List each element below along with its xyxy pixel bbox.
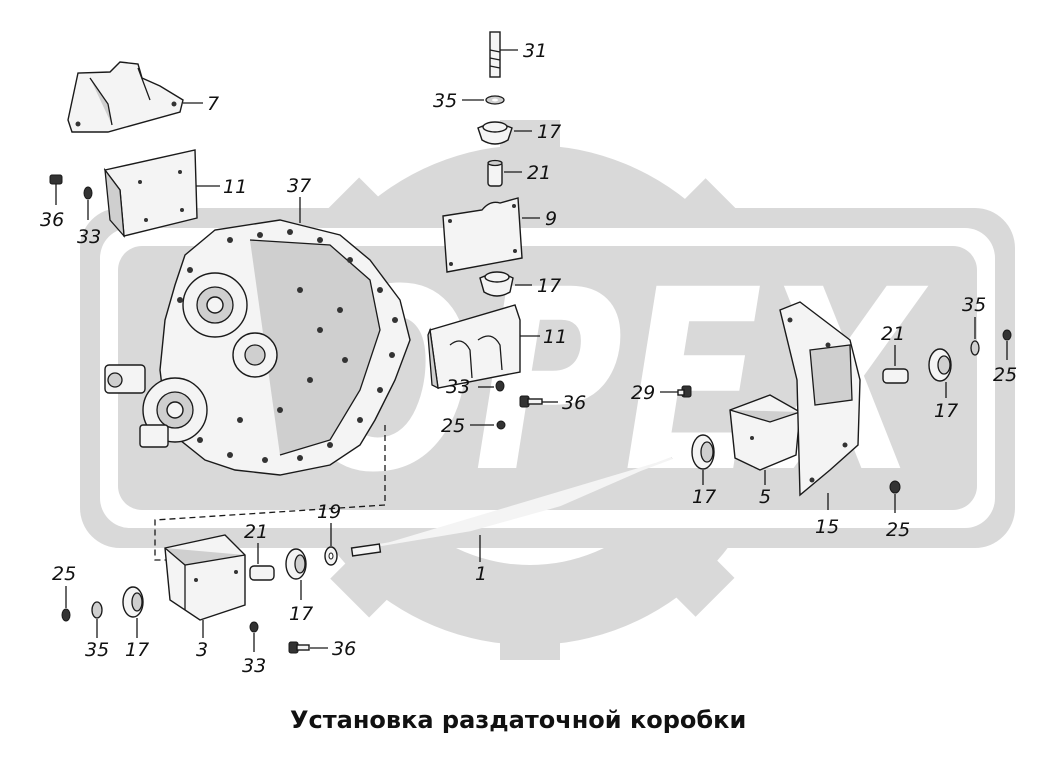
callout-35: 35 <box>85 639 109 661</box>
callout-25: 25 <box>993 364 1017 386</box>
part-17-bushing-right <box>691 434 715 485</box>
callout-11: 11 <box>223 176 247 198</box>
callout-7: 7 <box>207 93 219 115</box>
callout-17: 17 <box>537 275 561 297</box>
callout-15: 15 <box>815 516 839 538</box>
part-21-sleeve-top <box>487 159 522 187</box>
part-31-bolt <box>489 31 518 78</box>
part-35-washer-right <box>970 317 980 356</box>
part-25-nut-bottom-left <box>61 586 71 622</box>
callout-25: 25 <box>52 563 76 585</box>
part-11-bracket-center <box>427 304 540 390</box>
part-35-washer-bottom-left <box>91 601 103 638</box>
part-19-washer <box>324 523 338 566</box>
part-36-bolt-center <box>519 395 558 408</box>
part-33-nut-left <box>83 186 93 220</box>
callout-21: 21 <box>881 323 905 345</box>
diagram-title: Установка раздаточной коробки <box>290 706 746 734</box>
callout-33: 33 <box>242 655 266 677</box>
part-33-nut-bottom <box>249 621 259 652</box>
callout-21: 21 <box>244 521 268 543</box>
callout-35: 35 <box>433 90 457 112</box>
callout-33: 33 <box>446 376 470 398</box>
callout-31: 31 <box>523 40 547 62</box>
callout-labels: 31 35 17 21 9 17 7 11 36 33 37 11 33 36 … <box>40 40 1017 677</box>
callout-17: 17 <box>692 486 716 508</box>
part-11-bracket-left <box>103 149 220 238</box>
part-1-rod <box>350 456 673 562</box>
part-21-sleeve-bottom <box>249 543 275 581</box>
callout-25: 25 <box>441 415 465 437</box>
callout-17: 17 <box>934 400 958 422</box>
callout-19: 19 <box>317 501 341 523</box>
part-21-sleeve-right <box>882 345 909 384</box>
part-9-plate <box>442 197 540 273</box>
part-33-nut-center <box>478 380 505 392</box>
callout-37: 37 <box>287 175 311 197</box>
callout-33: 33 <box>77 226 101 248</box>
part-36-bolt-left <box>49 174 63 205</box>
part-17-bushing-bottom-left <box>122 586 144 638</box>
callout-36: 36 <box>332 638 356 660</box>
callout-17: 17 <box>289 603 313 625</box>
part-15-bracket <box>779 301 861 510</box>
callout-36: 36 <box>40 209 64 231</box>
part-3-bracket <box>164 534 246 638</box>
callout-25: 25 <box>886 519 910 541</box>
callout-21: 21 <box>527 162 551 184</box>
part-25-nut-center <box>470 420 506 430</box>
part-17-bushing-bottom-middle <box>285 548 307 600</box>
part-5-bracket <box>729 394 801 485</box>
part-25-nut-bottom-right <box>889 480 901 513</box>
part-36-bolt-bottom <box>288 641 328 654</box>
callout-3: 3 <box>196 639 208 661</box>
part-17-bushing-far-right <box>928 348 952 398</box>
dashed-mounting-lines <box>154 425 386 561</box>
part-7-bracket <box>67 61 203 133</box>
part-35-washer-top <box>462 95 505 105</box>
callout-29: 29 <box>631 382 655 404</box>
callout-11: 11 <box>543 326 567 348</box>
part-29-bolt <box>660 385 692 398</box>
part-17-bushing-top <box>477 121 532 145</box>
callout-35: 35 <box>962 294 986 316</box>
callout-17: 17 <box>537 121 561 143</box>
part-37-transfer-case <box>104 197 411 476</box>
part-25-nut-right <box>1002 329 1012 360</box>
callout-36: 36 <box>562 392 586 414</box>
callout-5: 5 <box>759 486 771 508</box>
callout-17: 17 <box>125 639 149 661</box>
callout-9: 9 <box>545 208 557 230</box>
part-17-bushing-mid <box>479 271 532 297</box>
callout-1: 1 <box>475 563 487 585</box>
